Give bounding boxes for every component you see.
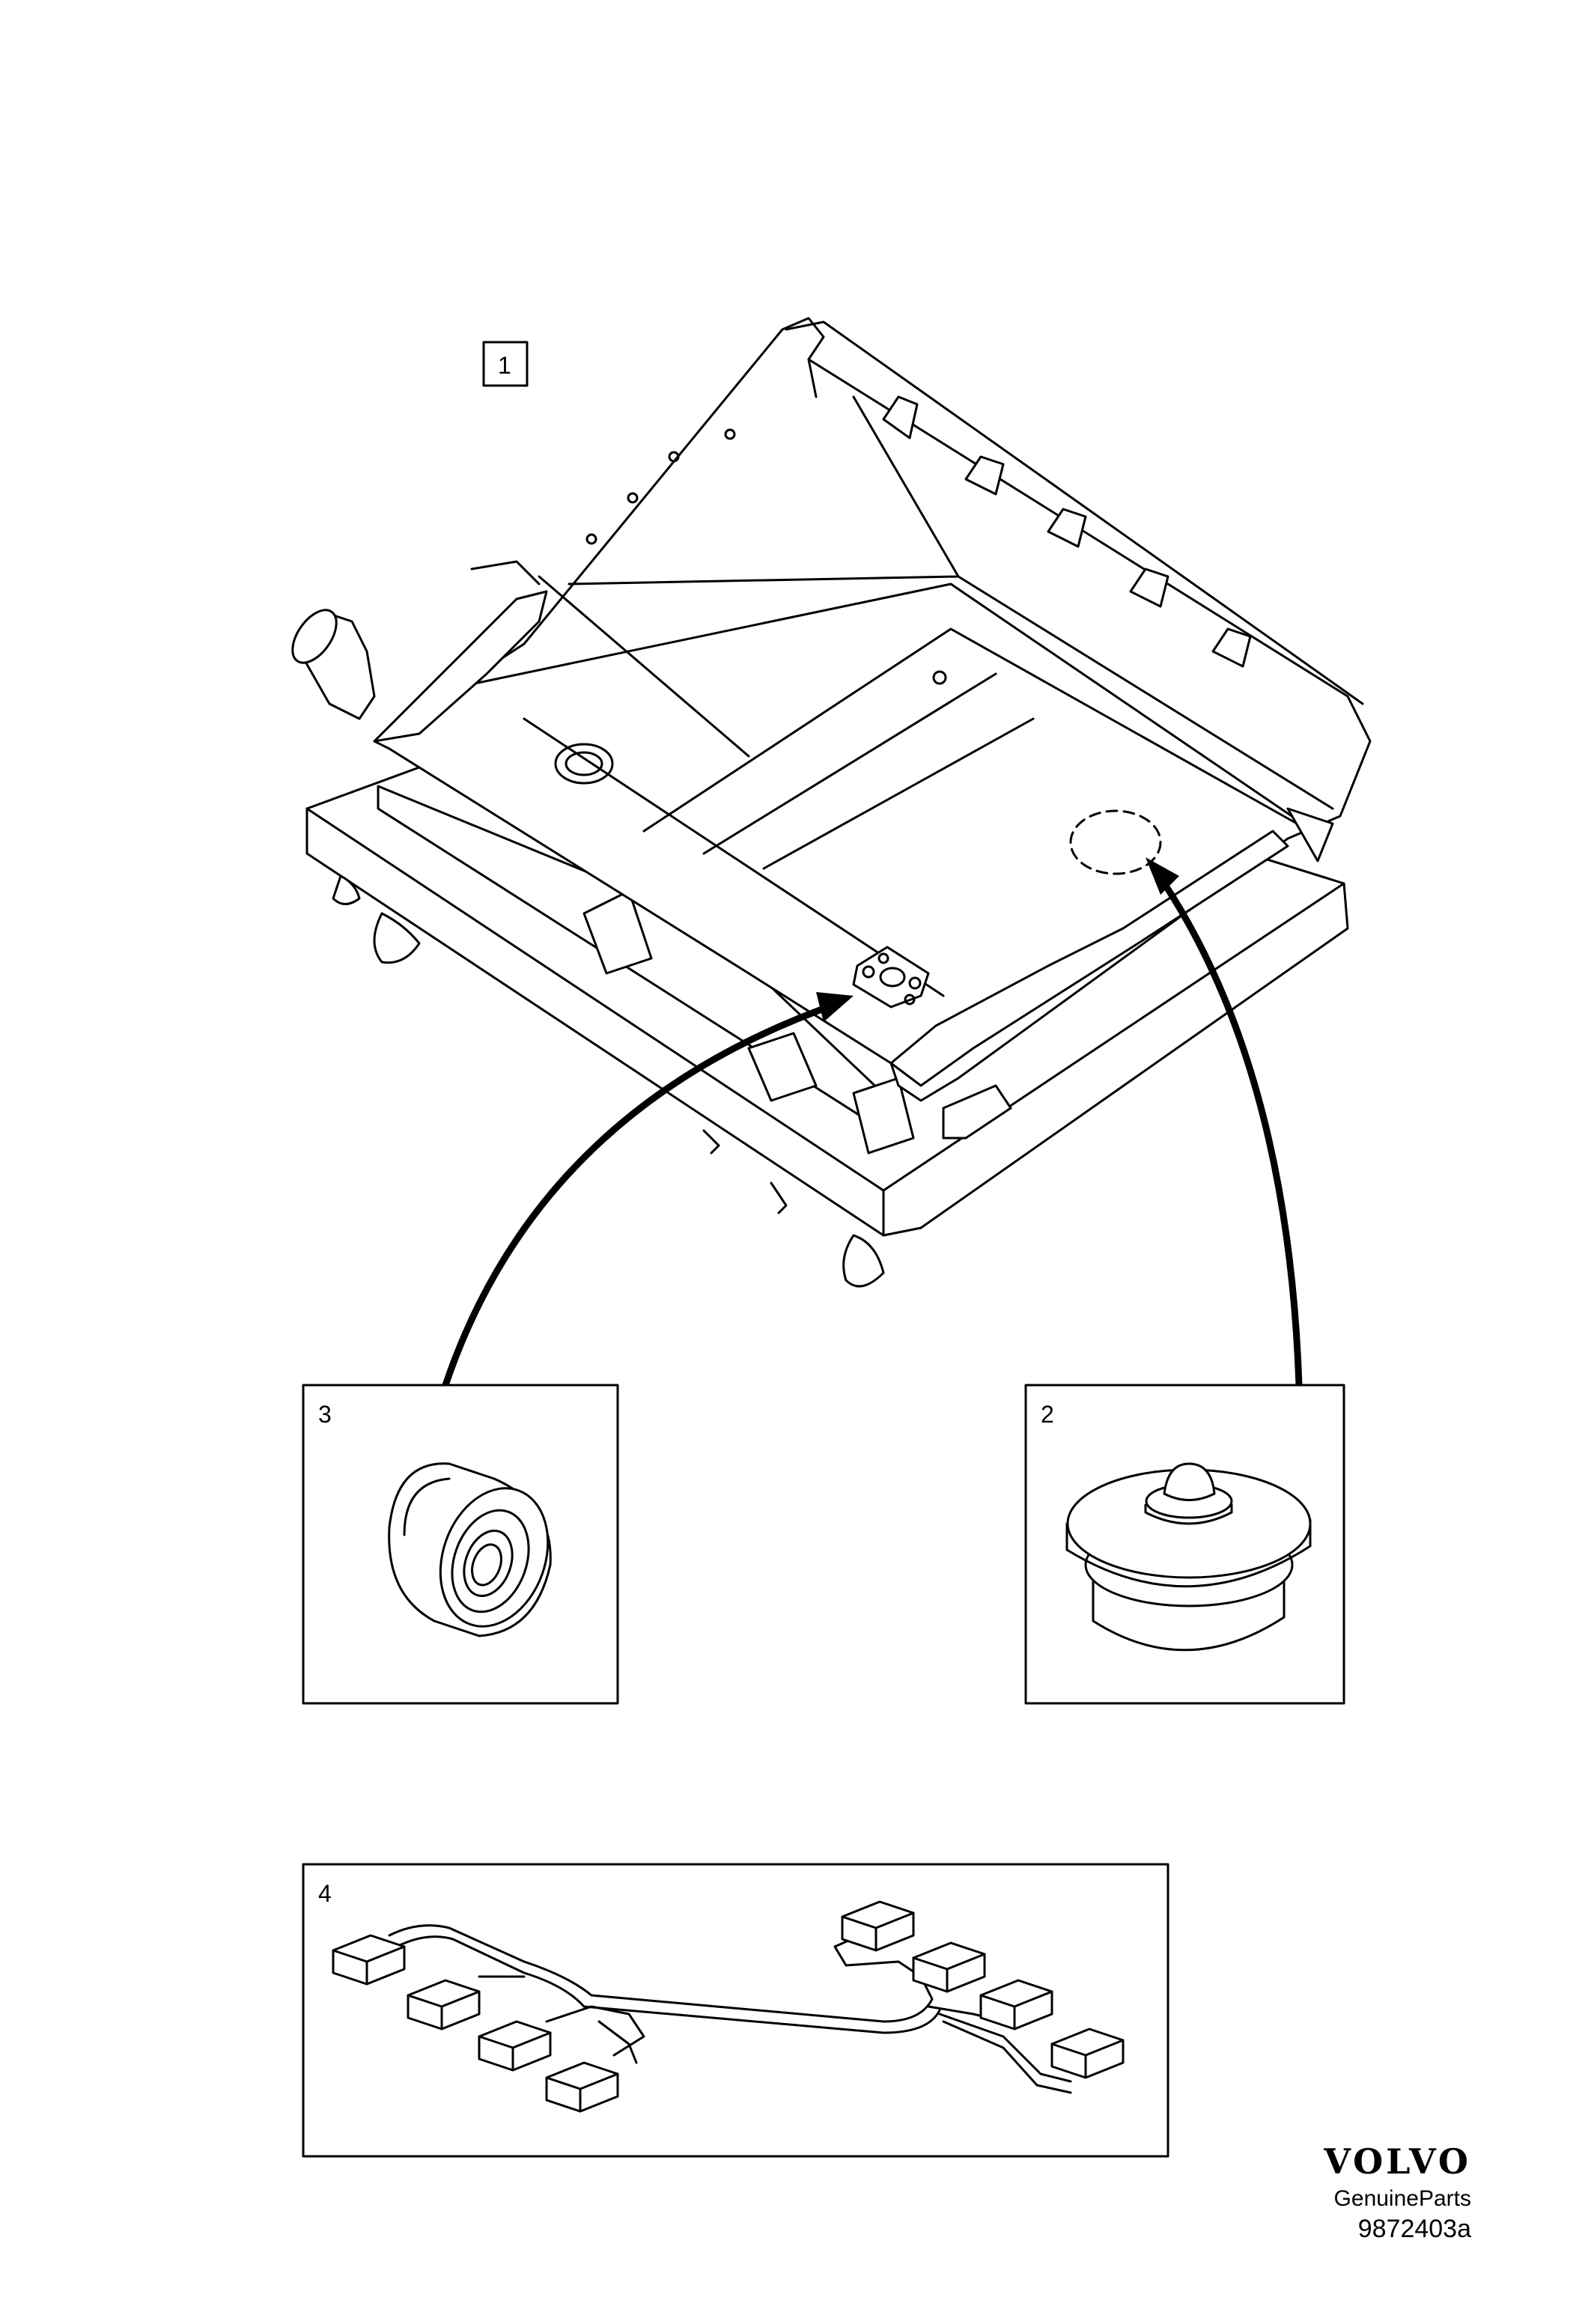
drawing-number: 9872403a xyxy=(1357,2215,1471,2243)
callout-1-label: 1 xyxy=(498,352,511,379)
callout-2-label: 2 xyxy=(1041,1401,1054,1428)
leader-arrow-2 xyxy=(1146,857,1303,1389)
callout-3-label: 3 xyxy=(318,1401,332,1428)
wiring-harness-illustration xyxy=(332,1900,1125,2113)
roller-bearing-illustration xyxy=(388,1462,552,1637)
brand-tagline: GenuineParts xyxy=(1333,2186,1471,2211)
seat-frame-illustration xyxy=(291,317,1372,1288)
brand-block: VOLVO GenuineParts 9872403a xyxy=(1324,2141,1471,2244)
bumper-plug-illustration xyxy=(1065,1462,1312,1652)
volvo-logo: VOLVO xyxy=(1324,2141,1471,2182)
callout-4-label: 4 xyxy=(318,1880,332,1907)
leader-arrow-3 xyxy=(442,992,854,1389)
